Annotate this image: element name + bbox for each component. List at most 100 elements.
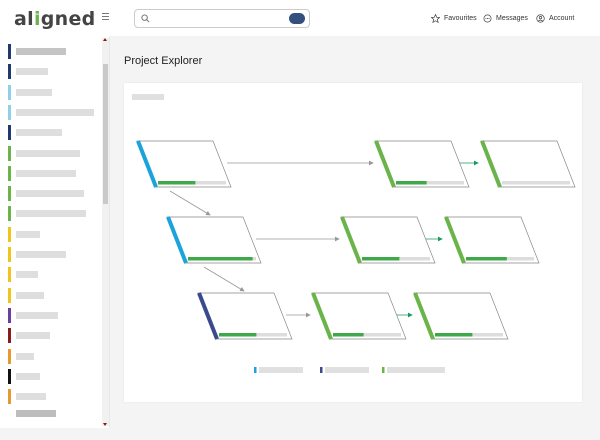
search-box [134,9,310,28]
sidebar-scrollbar[interactable] [102,38,109,426]
node-progress-track[interactable] [502,181,570,185]
sidebar-item-label-placeholder [16,129,62,137]
node-status-stripe[interactable] [340,216,362,264]
node-progress-fill[interactable] [396,181,427,185]
legend-item [320,367,369,373]
node-status-stripe[interactable] [197,292,219,340]
node-status-stripe[interactable] [374,140,396,188]
node-progress-track[interactable] [333,333,401,337]
sidebar-item[interactable] [8,328,100,344]
legend-color-swatch [320,367,323,373]
node-shape[interactable] [374,140,470,188]
node-progress-fill[interactable] [362,257,400,261]
legend-item [254,367,303,373]
sidebar-item-label-placeholder [16,251,66,258]
nav-account[interactable]: Account [536,14,574,23]
scroll-up-arrow-icon[interactable] [103,38,107,41]
node-shape[interactable] [413,292,509,340]
sidebar-item[interactable] [8,206,100,222]
node-1[interactable] [136,140,232,188]
sidebar-item-label-placeholder [16,332,50,340]
sidebar-item-color-bar [8,165,11,181]
sidebar-item[interactable] [8,64,100,80]
node-shape[interactable] [311,292,407,340]
sidebar-item[interactable] [8,44,100,59]
node-shape[interactable] [136,140,232,188]
node-progress-fill[interactable] [435,333,473,337]
legend-item [382,367,445,373]
node-status-stripe[interactable] [480,140,502,188]
search-input[interactable] [153,11,283,26]
app-logo[interactable]: aligned [14,8,96,30]
user-icon [536,14,545,23]
nav-messages[interactable]: Messages [483,14,528,23]
top-header: aligned Favourites Messages Account [0,0,600,36]
sidebar-item[interactable] [8,368,100,384]
sidebar-footer-item[interactable] [16,410,56,417]
nav-favourites[interactable]: Favourites [431,14,477,23]
scroll-down-arrow-icon[interactable] [103,423,107,426]
sidebar-item[interactable] [8,247,100,262]
node-progress-fill[interactable] [158,181,196,185]
legend-label-placeholder [325,367,369,373]
chat-icon [483,14,492,23]
sidebar-item-label-placeholder [16,230,40,238]
sidebar-item-color-bar [8,267,11,283]
node-shape[interactable] [340,216,436,264]
node-9[interactable] [413,292,509,340]
node-2[interactable] [374,140,470,188]
sidebar-item[interactable] [8,267,100,283]
sidebar-item[interactable] [8,165,100,181]
scrollbar-thumb[interactable] [103,64,108,204]
sidebar-item[interactable] [8,307,100,323]
node-progress-fill[interactable] [333,333,364,337]
sidebar-item-label-placeholder [16,210,86,218]
node-status-stripe[interactable] [136,140,158,188]
sidebar-item-label-placeholder [16,169,76,177]
node-status-stripe[interactable] [444,216,466,264]
sidebar-item[interactable] [8,104,100,120]
sidebar-item-label-placeholder [16,48,66,55]
node-progress-fill[interactable] [466,257,507,261]
legend-color-swatch [382,367,385,373]
node-shape[interactable] [444,216,540,264]
sidebar-item[interactable] [8,348,100,364]
sidebar-item-label-placeholder [16,393,46,401]
node-7[interactable] [197,292,293,340]
node-shape[interactable] [166,216,262,264]
sidebar-item[interactable] [8,389,100,405]
sidebar-item[interactable] [8,186,100,202]
sidebar-item[interactable] [8,226,100,242]
sidebar-item-label-placeholder [16,352,34,360]
node-status-stripe[interactable] [311,292,333,340]
node-status-stripe[interactable] [413,292,435,340]
node-shape[interactable] [197,292,293,340]
nav-account-label: Account [549,15,575,22]
search-submit-button[interactable] [289,13,305,24]
sidebar-item-color-bar [8,145,11,161]
node-4[interactable] [166,216,262,264]
sidebar-item[interactable] [8,84,100,100]
sidebar-item[interactable] [8,145,100,161]
node-6[interactable] [444,216,540,264]
node-shape[interactable] [480,140,576,188]
search-icon [141,14,150,23]
node-3[interactable] [480,140,576,188]
sidebar-item-color-bar [8,307,11,323]
sidebar-item[interactable] [8,125,100,141]
node-5[interactable] [340,216,436,264]
project-explorer-panel [124,83,582,402]
sidebar-item-label-placeholder [16,68,48,76]
sidebar-item-color-bar [8,328,11,344]
node-progress-fill[interactable] [188,257,253,261]
node-progress-fill[interactable] [219,333,257,337]
nav-messages-label: Messages [496,15,528,22]
node-status-stripe[interactable] [166,216,188,264]
sidebar-item-color-bar [8,104,11,120]
sidebar-item-color-bar [8,368,11,384]
sidebar-item[interactable] [8,287,100,303]
sidebar-item-color-bar [8,206,11,222]
hamburger-icon[interactable] [102,13,110,23]
node-8[interactable] [311,292,407,340]
node-progress-track[interactable] [396,181,464,185]
